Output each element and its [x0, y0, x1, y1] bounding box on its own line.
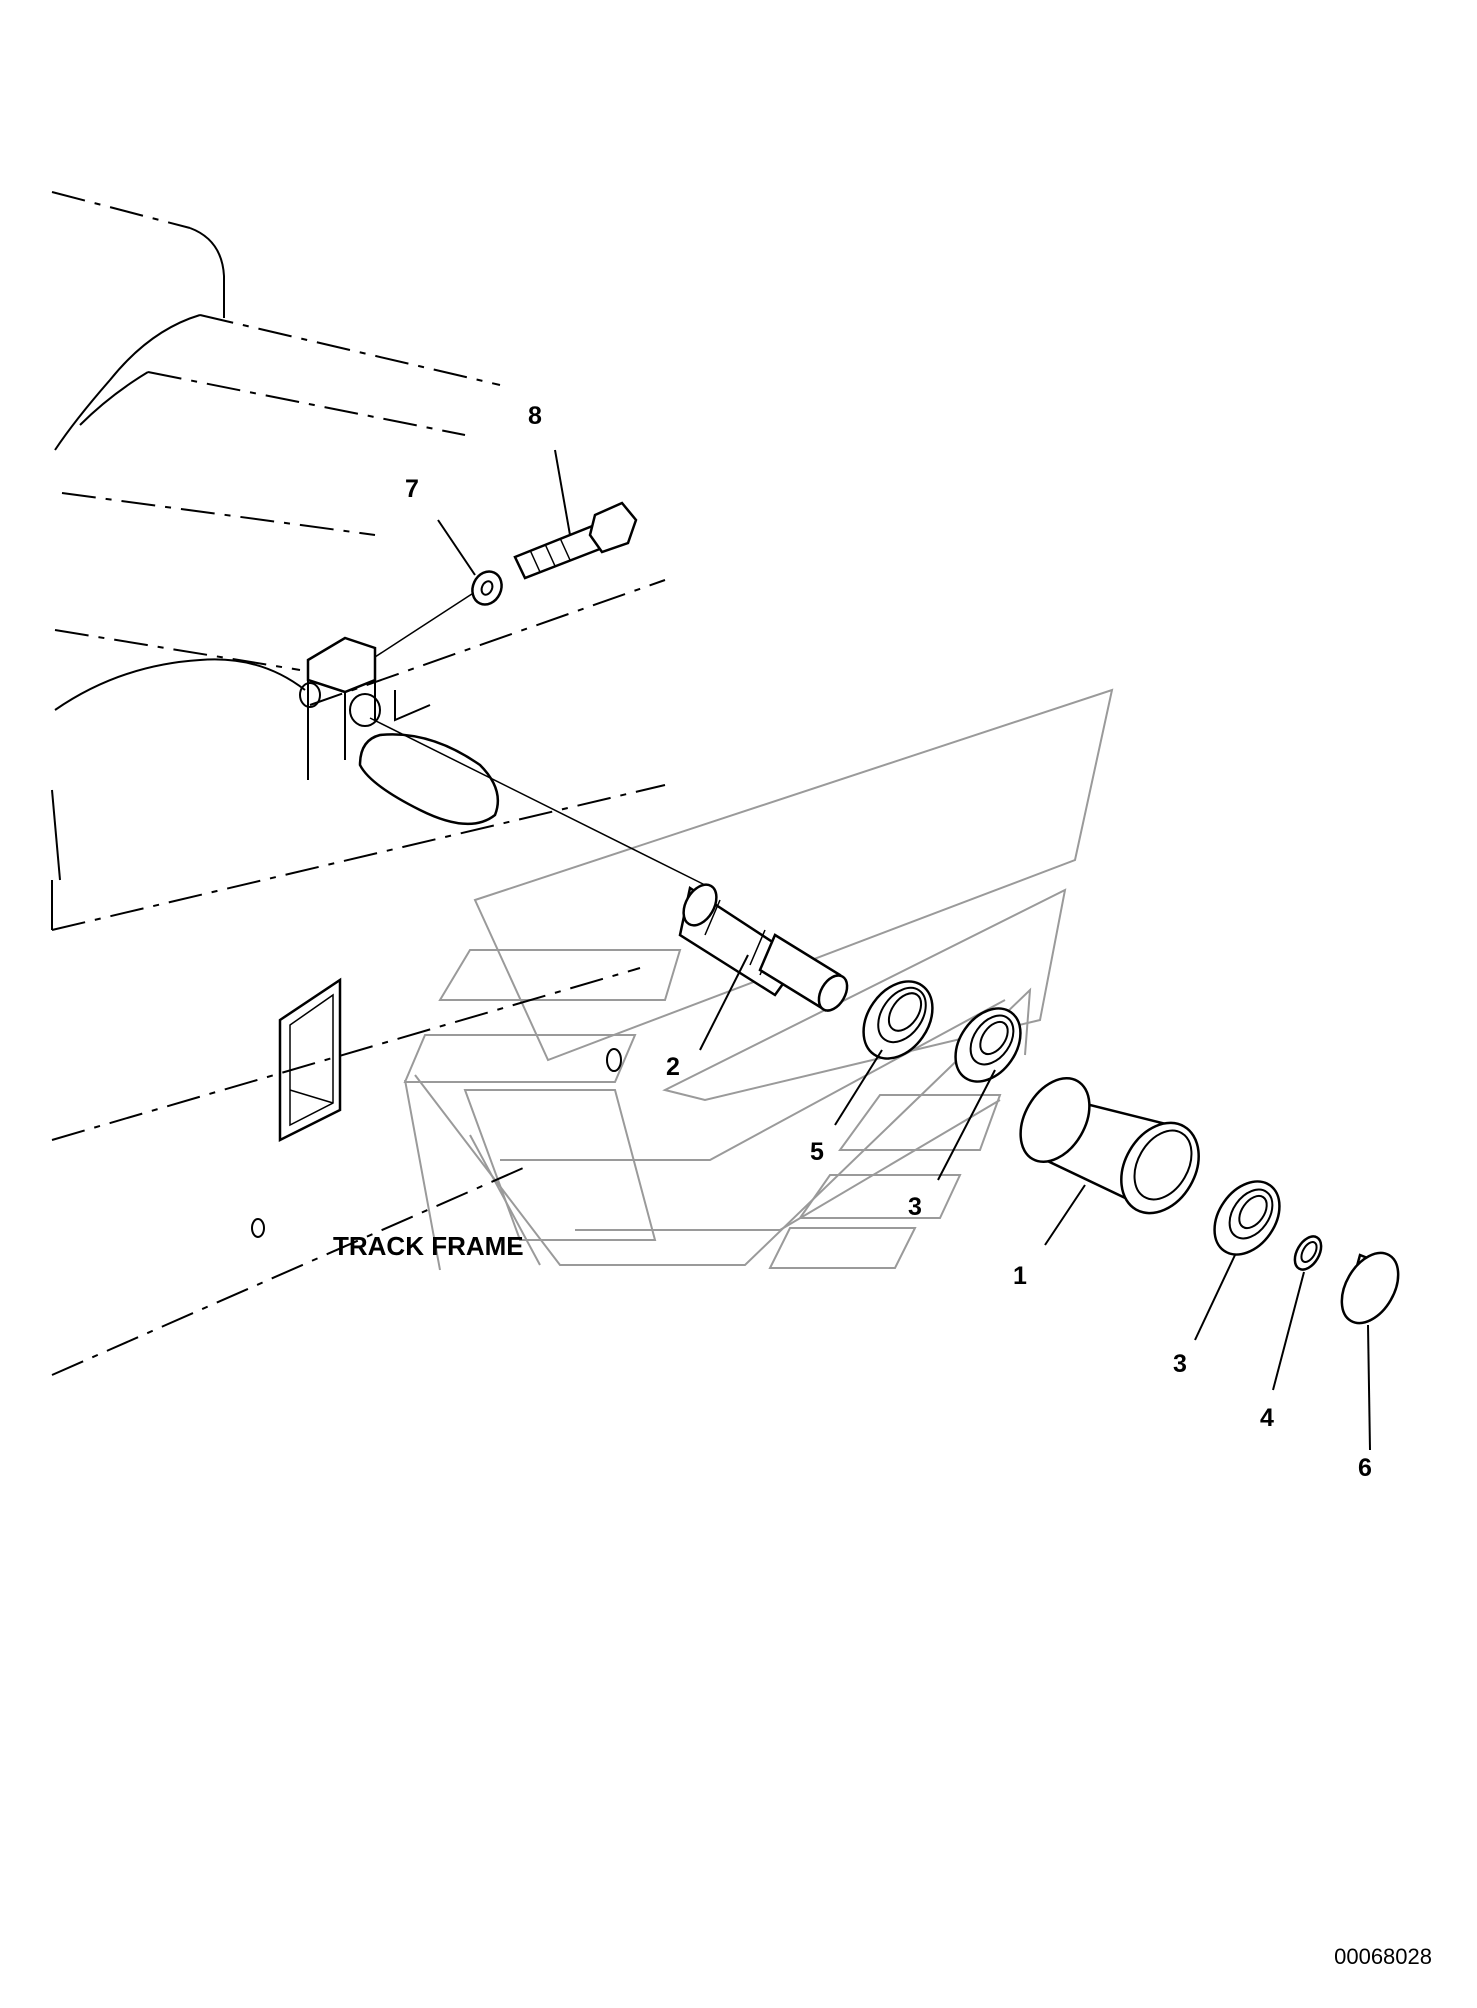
assembly-axis-line [369, 717, 706, 886]
leader-lines [437, 449, 1371, 1451]
bolt-axis-line [374, 589, 479, 658]
callout-3-inner: 3 [908, 1193, 922, 1221]
part-3-bearing-inner [954, 1007, 1022, 1083]
callout-7: 8 [528, 402, 542, 430]
part-1-roller-sleeve [1019, 1076, 1200, 1215]
part-2-pin [678, 883, 849, 1012]
track-frame-label: TRACK FRAME [333, 1231, 524, 1261]
callout-5: 5 [810, 1138, 824, 1166]
track-frame-outline [51, 191, 666, 1376]
watermark-logo [403, 688, 1114, 1271]
callout-6: 6 [1358, 1454, 1372, 1482]
part-6-cap [1340, 1251, 1400, 1325]
callout-8: 7 [405, 475, 419, 503]
drawing-code: 00068028 [1334, 1944, 1432, 1969]
callout-2: 2 [666, 1053, 680, 1081]
callout-3-outer: 3 [1173, 1350, 1187, 1378]
part-4-snap-ring [1293, 1235, 1323, 1271]
part-7-bolt [513, 501, 638, 580]
callout-1: 1 [1013, 1262, 1027, 1290]
callout-4: 4 [1260, 1404, 1274, 1432]
part-3-bearing-outer [1213, 1180, 1281, 1256]
part-5-seal [862, 980, 934, 1060]
part-8-washer [471, 570, 503, 606]
